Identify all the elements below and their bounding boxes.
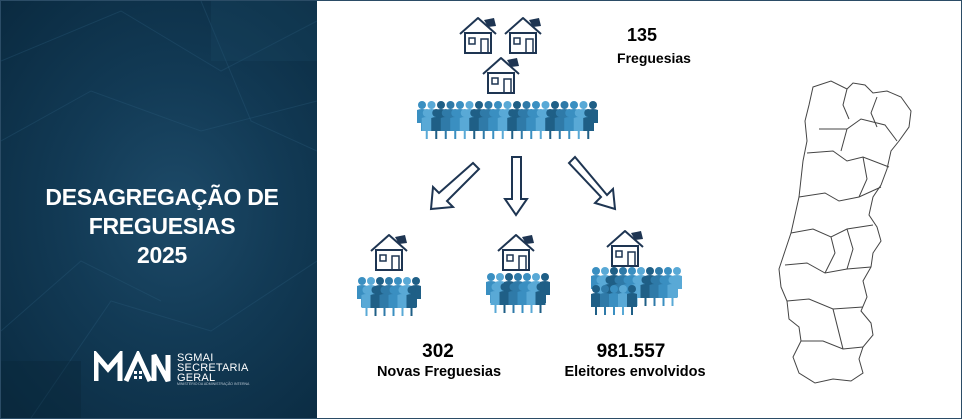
person-icon bbox=[497, 109, 508, 139]
person-icon bbox=[459, 109, 470, 139]
house-icon-bottom-left bbox=[370, 234, 408, 271]
person-icon bbox=[488, 109, 499, 139]
person-icon bbox=[649, 276, 660, 306]
house-icon-top-left bbox=[459, 17, 497, 54]
stat-freguesias-label: Freguesias bbox=[617, 50, 691, 66]
logo-text-2: GERAL bbox=[177, 372, 216, 384]
person-icon bbox=[516, 109, 527, 139]
person-icon bbox=[421, 109, 432, 139]
mai-logo-mark bbox=[94, 351, 171, 383]
crowd-icon-bottom-center bbox=[486, 273, 550, 313]
stat-eleitores-label: Eleitores envolvidos bbox=[564, 364, 706, 380]
person-icon bbox=[564, 109, 575, 139]
stat-novas-freguesias-value: 302 bbox=[422, 341, 454, 362]
person-icon bbox=[507, 109, 518, 139]
person-icon bbox=[667, 276, 678, 306]
person-icon bbox=[526, 283, 537, 313]
person-icon bbox=[573, 109, 584, 139]
title-line-3: 2025 bbox=[137, 242, 187, 268]
house-icon-bottom-center bbox=[497, 234, 535, 271]
page-title: DESAGREGAÇÃO DE FREGUESIAS 2025 bbox=[1, 183, 317, 270]
person-icon bbox=[379, 286, 390, 316]
person-icon bbox=[478, 109, 489, 139]
person-icon bbox=[388, 286, 399, 316]
person-icon bbox=[490, 283, 501, 313]
person-icon bbox=[627, 285, 637, 315]
person-icon bbox=[406, 286, 417, 316]
person-icon bbox=[499, 283, 510, 313]
house-icon-top-center bbox=[482, 57, 520, 94]
person-icon bbox=[554, 109, 565, 139]
person-icon bbox=[535, 283, 546, 313]
person-icon bbox=[600, 285, 610, 315]
person-icon bbox=[397, 286, 408, 316]
person-icon bbox=[526, 109, 537, 139]
person-icon bbox=[450, 109, 461, 139]
portugal-map bbox=[778, 80, 912, 384]
crowd-icon-bottom-right bbox=[591, 267, 682, 315]
person-icon bbox=[431, 109, 442, 139]
person-icon bbox=[508, 283, 519, 313]
person-icon bbox=[440, 109, 451, 139]
person-icon bbox=[469, 109, 480, 139]
person-icon bbox=[535, 109, 546, 139]
arrow-icon-center bbox=[503, 156, 529, 217]
arrow-icon-left bbox=[429, 161, 481, 211]
stat-freguesias-value: 135 bbox=[626, 25, 658, 45]
title-line-1: DESAGREGAÇÃO DE bbox=[45, 184, 279, 210]
crowd-icon-bottom-left bbox=[357, 277, 421, 316]
person-icon bbox=[545, 109, 556, 139]
person-icon bbox=[361, 286, 372, 316]
person-icon bbox=[658, 276, 669, 306]
stat-novas-freguesias-label: Novas Freguesias bbox=[376, 364, 502, 380]
person-icon bbox=[583, 109, 594, 139]
person-icon bbox=[609, 285, 619, 315]
person-icon bbox=[370, 286, 381, 316]
house-icon-bottom-right bbox=[606, 230, 644, 267]
person-icon bbox=[640, 276, 651, 306]
person-icon bbox=[591, 285, 601, 315]
background-pattern bbox=[1, 1, 317, 418]
person-icon bbox=[618, 285, 628, 315]
arrow-icon-right bbox=[567, 155, 617, 211]
crowd-icon-top bbox=[417, 101, 598, 139]
stat-eleitores-value: 981.557 bbox=[596, 341, 666, 362]
logo-tagline: MINISTÉRIO DA ADMINISTRAÇÃO INTERNA bbox=[177, 382, 250, 386]
title-line-2: FREGUESIAS bbox=[88, 213, 236, 239]
person-icon bbox=[517, 283, 528, 313]
house-icon-top-right bbox=[504, 17, 542, 54]
